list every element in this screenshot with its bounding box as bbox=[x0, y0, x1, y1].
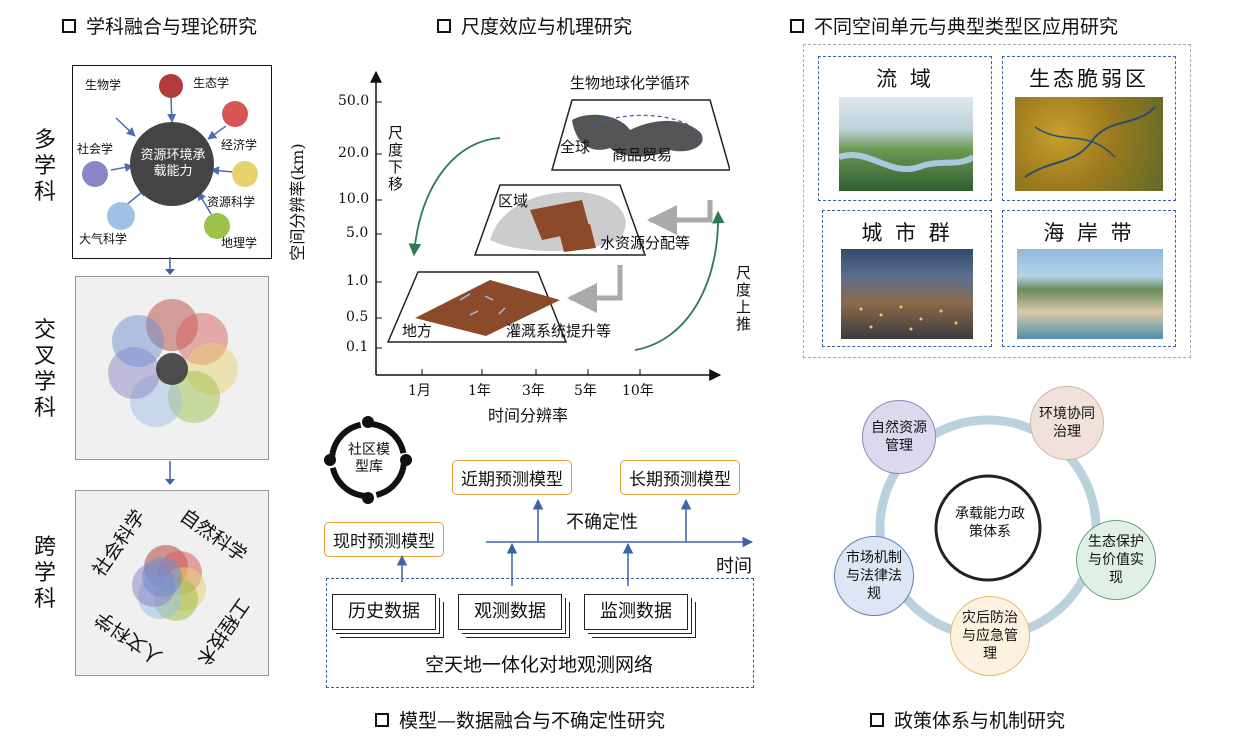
y-tick: 5.0 bbox=[346, 225, 369, 241]
y-tick: 10.0 bbox=[338, 191, 370, 207]
node-resource-science: 资源科学 bbox=[207, 195, 256, 209]
x-tick: 1月 bbox=[408, 383, 431, 399]
local-label: 地方 bbox=[402, 322, 433, 340]
x-tick: 5年 bbox=[574, 383, 597, 399]
interdisciplinary-panel bbox=[75, 276, 269, 460]
node-biology: 生物学 bbox=[85, 78, 122, 92]
square-bullet-icon bbox=[375, 712, 389, 727]
scale-down-label: 尺度下移 bbox=[388, 124, 404, 193]
label-transdisciplinary: 跨学科 bbox=[33, 535, 56, 612]
y-tick: 20.0 bbox=[338, 145, 370, 161]
region-title: 流 域 bbox=[876, 67, 934, 91]
observation-data-card: 观测数据 bbox=[458, 594, 562, 630]
policy-node-natural-resources: 自然资源管理 bbox=[862, 400, 936, 474]
overlapping-circles bbox=[108, 299, 238, 427]
y-axis-label: 空间分辨率(km) bbox=[288, 143, 307, 261]
time-label: 时间 bbox=[716, 556, 752, 577]
down-arrow-icon bbox=[165, 257, 175, 275]
section-title-model: 模型—数据融合与不确定性研究 bbox=[375, 706, 665, 733]
section-title-scale: 尺度效应与机理研究 bbox=[437, 12, 632, 39]
node-ecology: 生态学 bbox=[193, 76, 230, 90]
eco-fragile-image bbox=[1015, 97, 1163, 191]
y-tick: 0.5 bbox=[346, 309, 369, 325]
region-title: 城 市 群 bbox=[861, 221, 953, 245]
merged-circles bbox=[132, 545, 206, 621]
square-bullet-icon bbox=[62, 18, 76, 33]
network-label: 空天地一体化对地观测网络 bbox=[424, 654, 653, 676]
x-tick: 1年 bbox=[468, 383, 491, 399]
node-sociology: 社会学 bbox=[77, 142, 114, 156]
x-tick: 3年 bbox=[522, 383, 545, 399]
label-interdisciplinary: 交叉学科 bbox=[33, 318, 56, 421]
label-multidisciplinary: 多学科 bbox=[33, 128, 56, 205]
coastal-image bbox=[1017, 249, 1163, 339]
section-title-policy: 政策体系与机制研究 bbox=[870, 706, 1065, 733]
policy-node-disaster: 灾后防治与应急管理 bbox=[950, 596, 1030, 676]
node-geography: 地理学 bbox=[221, 236, 258, 250]
center-node bbox=[130, 122, 214, 206]
node-economics: 经济学 bbox=[221, 138, 258, 152]
square-bullet-icon bbox=[437, 18, 451, 33]
scale-diagram bbox=[370, 70, 730, 381]
community-model-library-ring bbox=[324, 416, 412, 504]
transdisciplinary-panel: 社会科学 自然科学 工程技术 人文科学 bbox=[75, 490, 269, 676]
multidisciplinary-network bbox=[82, 74, 258, 239]
square-bullet-icon bbox=[790, 18, 804, 33]
policy-node-market-law: 市场机制与法律法规 bbox=[834, 536, 914, 616]
watershed-image bbox=[838, 97, 975, 191]
trade-label: 商品贸易 bbox=[612, 146, 673, 164]
node-atmospheric: 大气科学 bbox=[79, 232, 128, 246]
monitoring-data-card: 监测数据 bbox=[584, 594, 688, 630]
regions-panel bbox=[803, 44, 1191, 358]
uncertainty-label: 不确定性 bbox=[566, 512, 638, 533]
scale-up-label: 尺度上推 bbox=[736, 264, 752, 333]
x-axis-label: 时间分辨率 bbox=[488, 406, 569, 425]
global-title: 生物地球化学循环 bbox=[570, 74, 691, 92]
historical-data-card: 历史数据 bbox=[332, 594, 436, 630]
region-watershed: 流 域 bbox=[818, 56, 992, 201]
section-title-regions: 不同空间单元与典型类型区应用研究 bbox=[790, 12, 1118, 39]
region-label: 区域 bbox=[498, 192, 529, 210]
policy-node-environment: 环境协同治理 bbox=[1030, 386, 1104, 460]
y-tick: 50.0 bbox=[338, 93, 370, 109]
model-timeline bbox=[396, 498, 754, 586]
center-label: 资源环境承载能力 bbox=[140, 148, 206, 179]
long-term-model-box: 长期预测模型 bbox=[620, 460, 740, 495]
water-label: 水资源分配等 bbox=[600, 234, 691, 252]
region-title: 生态脆弱区 bbox=[1029, 67, 1149, 91]
model-library-label: 社区模型库 bbox=[348, 442, 390, 475]
policy-center-label: 承载能力政策体系 bbox=[955, 506, 1025, 540]
y-tick: 1.0 bbox=[346, 273, 369, 289]
region-coastal: 海 岸 带 bbox=[1002, 210, 1176, 347]
nowcast-model-box: 现时预测模型 bbox=[324, 522, 444, 557]
policy-node-ecology: 生态保护与价值实现 bbox=[1076, 520, 1156, 600]
y-tick: 0.1 bbox=[346, 339, 369, 355]
square-bullet-icon bbox=[870, 712, 884, 727]
down-arrow-icon bbox=[165, 461, 175, 485]
multidisciplinary-panel: 资源环境承载能力 生物学 生态学 经济学 资源科学 地理学 大气科学 社会学 bbox=[72, 65, 272, 259]
irrigation-label: 灌溉系统提升等 bbox=[506, 322, 612, 340]
x-tick: 10年 bbox=[622, 383, 654, 399]
observation-network-panel bbox=[326, 578, 754, 688]
near-term-model-box: 近期预测模型 bbox=[452, 460, 572, 495]
region-urban-agglomeration: 城 市 群 bbox=[822, 210, 992, 347]
global-label: 全球 bbox=[560, 138, 591, 156]
region-eco-fragile: 生态脆弱区 bbox=[1002, 56, 1176, 201]
region-title: 海 岸 带 bbox=[1043, 221, 1135, 245]
section-title-discipline: 学科融合与理论研究 bbox=[62, 12, 257, 39]
urban-image bbox=[841, 249, 973, 339]
